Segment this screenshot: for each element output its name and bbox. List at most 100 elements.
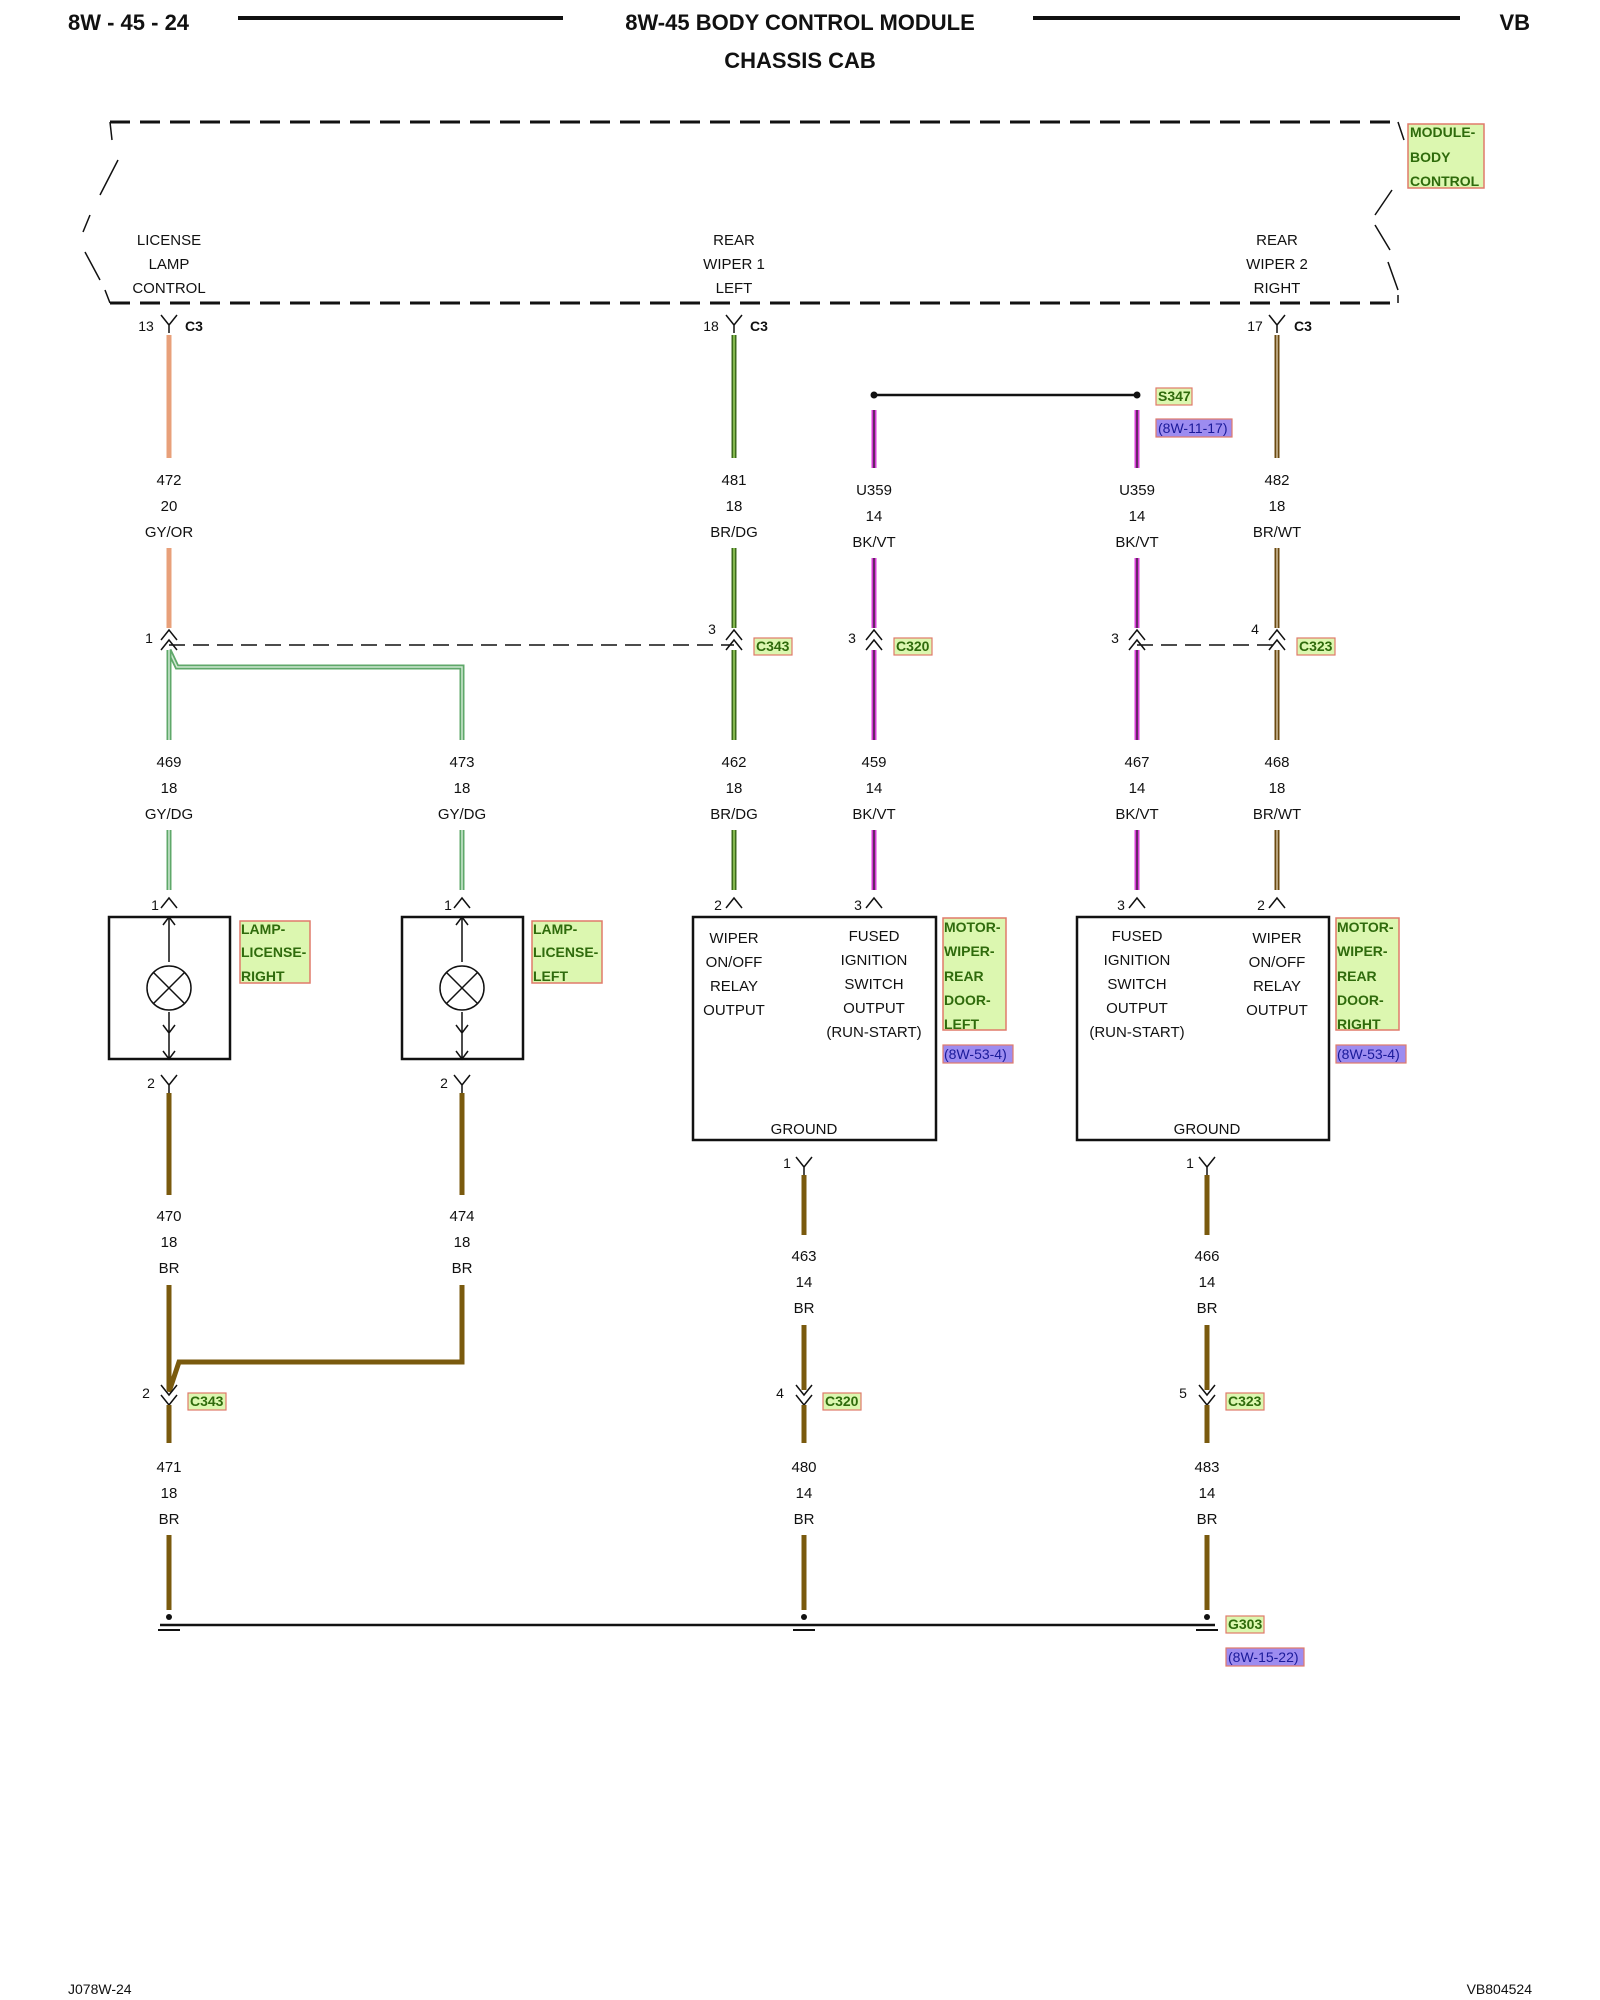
motor-right-tag-1: MOTOR- [1337, 919, 1394, 935]
lamp-left-tag-line-1: LAMP- [533, 921, 578, 937]
page-subtitle: CHASSIS CAB [724, 48, 876, 73]
motor-left-fused-2: IGNITION [841, 952, 908, 969]
splice-node-right [1133, 391, 1141, 399]
module-tag-line-2: BODY [1410, 149, 1451, 165]
output-wiper1-line-1: REAR [713, 232, 755, 249]
lamp-right-arrow-down [162, 1012, 176, 1061]
wire-471-color: BR [159, 1511, 180, 1528]
motor-right-tag-4: DOOR- [1337, 992, 1384, 1008]
lamp-left-pin1-icon [453, 896, 471, 909]
module-tag-line-3: CONTROL [1410, 173, 1480, 189]
motor-left-box [691, 915, 938, 1142]
motor-right-ref-box[interactable] [1335, 1044, 1407, 1064]
motor-right-ref-link[interactable]: (8W-53-4) [1337, 1046, 1400, 1062]
c343-upper-tag: C343 [756, 638, 790, 654]
wire-463-circuit: 463 [791, 1248, 816, 1265]
wire-467-gauge: 14 [1129, 780, 1146, 797]
motor-left-ref-link[interactable]: (8W-53-4) [944, 1046, 1007, 1062]
c320-lower-tag: C320 [825, 1393, 859, 1409]
ground-tag-box [1225, 1615, 1265, 1634]
ground-node-1 [166, 1614, 172, 1620]
ground-ref-link[interactable]: (8W-15-22) [1228, 1649, 1299, 1665]
module-conn-c3-b: C3 [750, 318, 768, 334]
wire-482-circuit: 482 [1264, 472, 1289, 489]
wire-462-circuit: 462 [721, 754, 746, 771]
module-right-break [1374, 121, 1405, 303]
module-pin-17: 17 [1247, 318, 1263, 334]
splice-ref-box[interactable] [1155, 418, 1233, 438]
ground-node-3 [1204, 1614, 1210, 1620]
wire-474-gauge: 18 [454, 1234, 471, 1251]
motor-left-relay-3: RELAY [710, 978, 758, 995]
wire-470-circuit: 470 [156, 1208, 181, 1225]
wire-473-route [166, 648, 465, 740]
wire-u359a-color: BK/VT [852, 534, 895, 551]
wire-474-circuit: 474 [449, 1208, 474, 1225]
motor-right-pin-fused: 3 [1117, 897, 1125, 913]
c320-pin: 3 [848, 630, 856, 646]
wire-468-gauge: 18 [1269, 780, 1286, 797]
lamp-right-pin2: 2 [147, 1075, 155, 1091]
wire-470-color: BR [159, 1260, 180, 1277]
output-license-line-3: CONTROL [132, 280, 205, 297]
wire-480-circuit: 480 [791, 1459, 816, 1476]
c320-lower-tag-box [822, 1392, 862, 1411]
module-pin-18: 18 [703, 318, 719, 334]
body-control-module: MODULE- BODY CONTROL LICENSE LAMP CONTRO… [82, 120, 1485, 334]
wire-471-circuit: 471 [156, 1459, 181, 1476]
wire-482-color: BR/WT [1253, 524, 1301, 541]
motor-left-relay-4: OUTPUT [703, 1002, 765, 1019]
wire-474-color: BR [452, 1260, 473, 1277]
wire-459-color: BK/VT [852, 806, 895, 823]
wire-483-color: BR [1197, 1511, 1218, 1528]
wire-481-gauge: 18 [726, 498, 743, 515]
wire-459-gauge: 14 [866, 780, 883, 797]
terminal-17-icon [1268, 314, 1286, 333]
footer-right-code: VB804524 [1467, 1981, 1533, 1997]
module-tag-box [1407, 123, 1485, 189]
motor-left-tag-1: MOTOR- [944, 919, 1001, 935]
c343-upper-tag-box [753, 637, 793, 656]
c323-pin4-icon [1268, 628, 1286, 651]
wire-463-gauge: 14 [796, 1274, 813, 1291]
wire-462-color: BR/DG [710, 806, 758, 823]
c343-pin-b: 3 [708, 621, 716, 637]
lamp-license-right: LAMP- LICENSE- RIGHT [107, 915, 311, 1061]
lamp-left-pin1: 1 [444, 897, 452, 913]
c323-lower-pin: 5 [1179, 1385, 1187, 1401]
motor-left-ref-box[interactable] [942, 1044, 1014, 1064]
wire-469-gauge: 18 [161, 780, 178, 797]
motor-left-tag-2: WIPER- [944, 943, 995, 959]
motor-left-relay-2: ON/OFF [706, 954, 763, 971]
lower-wires: 2 2 1 1 470 18 BR 474 18 BR 463 14 BR 46… [147, 1074, 1220, 1393]
bulb-cross [445, 971, 479, 1005]
wire-472-circuit: 472 [156, 472, 181, 489]
motor-right-fused-5: (RUN-START) [1089, 1024, 1184, 1041]
c323-lower-tag-box [1225, 1392, 1265, 1411]
wire-u359a-circuit: U359 [856, 482, 892, 499]
page-footer: J078W-24 VB804524 [68, 1981, 1532, 1997]
motor-left-fused-4: OUTPUT [843, 1000, 905, 1017]
component-terminals: 1 1 2 3 3 2 [151, 896, 1286, 913]
splice-ref-link[interactable]: (8W-11-17) [1158, 420, 1228, 436]
c343-lower-pin: 2 [142, 1385, 150, 1401]
c320-pin3-icon [865, 628, 883, 651]
ground-wires: 471 18 BR 480 14 BR 483 14 BR G303 (8W-1… [156, 1405, 1305, 1667]
c323-upper-tag: C323 [1299, 638, 1333, 654]
ground-ref-box[interactable] [1225, 1647, 1305, 1667]
wire-467-circuit: 467 [1124, 754, 1149, 771]
wire-462-gauge: 18 [726, 780, 743, 797]
c320-upper-tag: C320 [896, 638, 930, 654]
motor-right-fused-4: OUTPUT [1106, 1000, 1168, 1017]
lamp-right-pin1-icon [160, 896, 178, 909]
lamp-right-pin2-icon [160, 1074, 178, 1093]
page-number: 8W - 45 - 24 [68, 10, 190, 35]
wire-472-gauge: 20 [161, 498, 178, 515]
output-license-line-2: LAMP [149, 256, 190, 273]
splice-tag-box [1155, 387, 1193, 406]
lamp-right-tag-line-2: LICENSE- [241, 944, 307, 960]
lamp-right-tag-line-1: LAMP- [241, 921, 286, 937]
output-wiper1-line-3: LEFT [716, 280, 753, 297]
motor-right-relay-4: OUTPUT [1246, 1002, 1308, 1019]
wire-473-color: GY/DG [438, 806, 486, 823]
